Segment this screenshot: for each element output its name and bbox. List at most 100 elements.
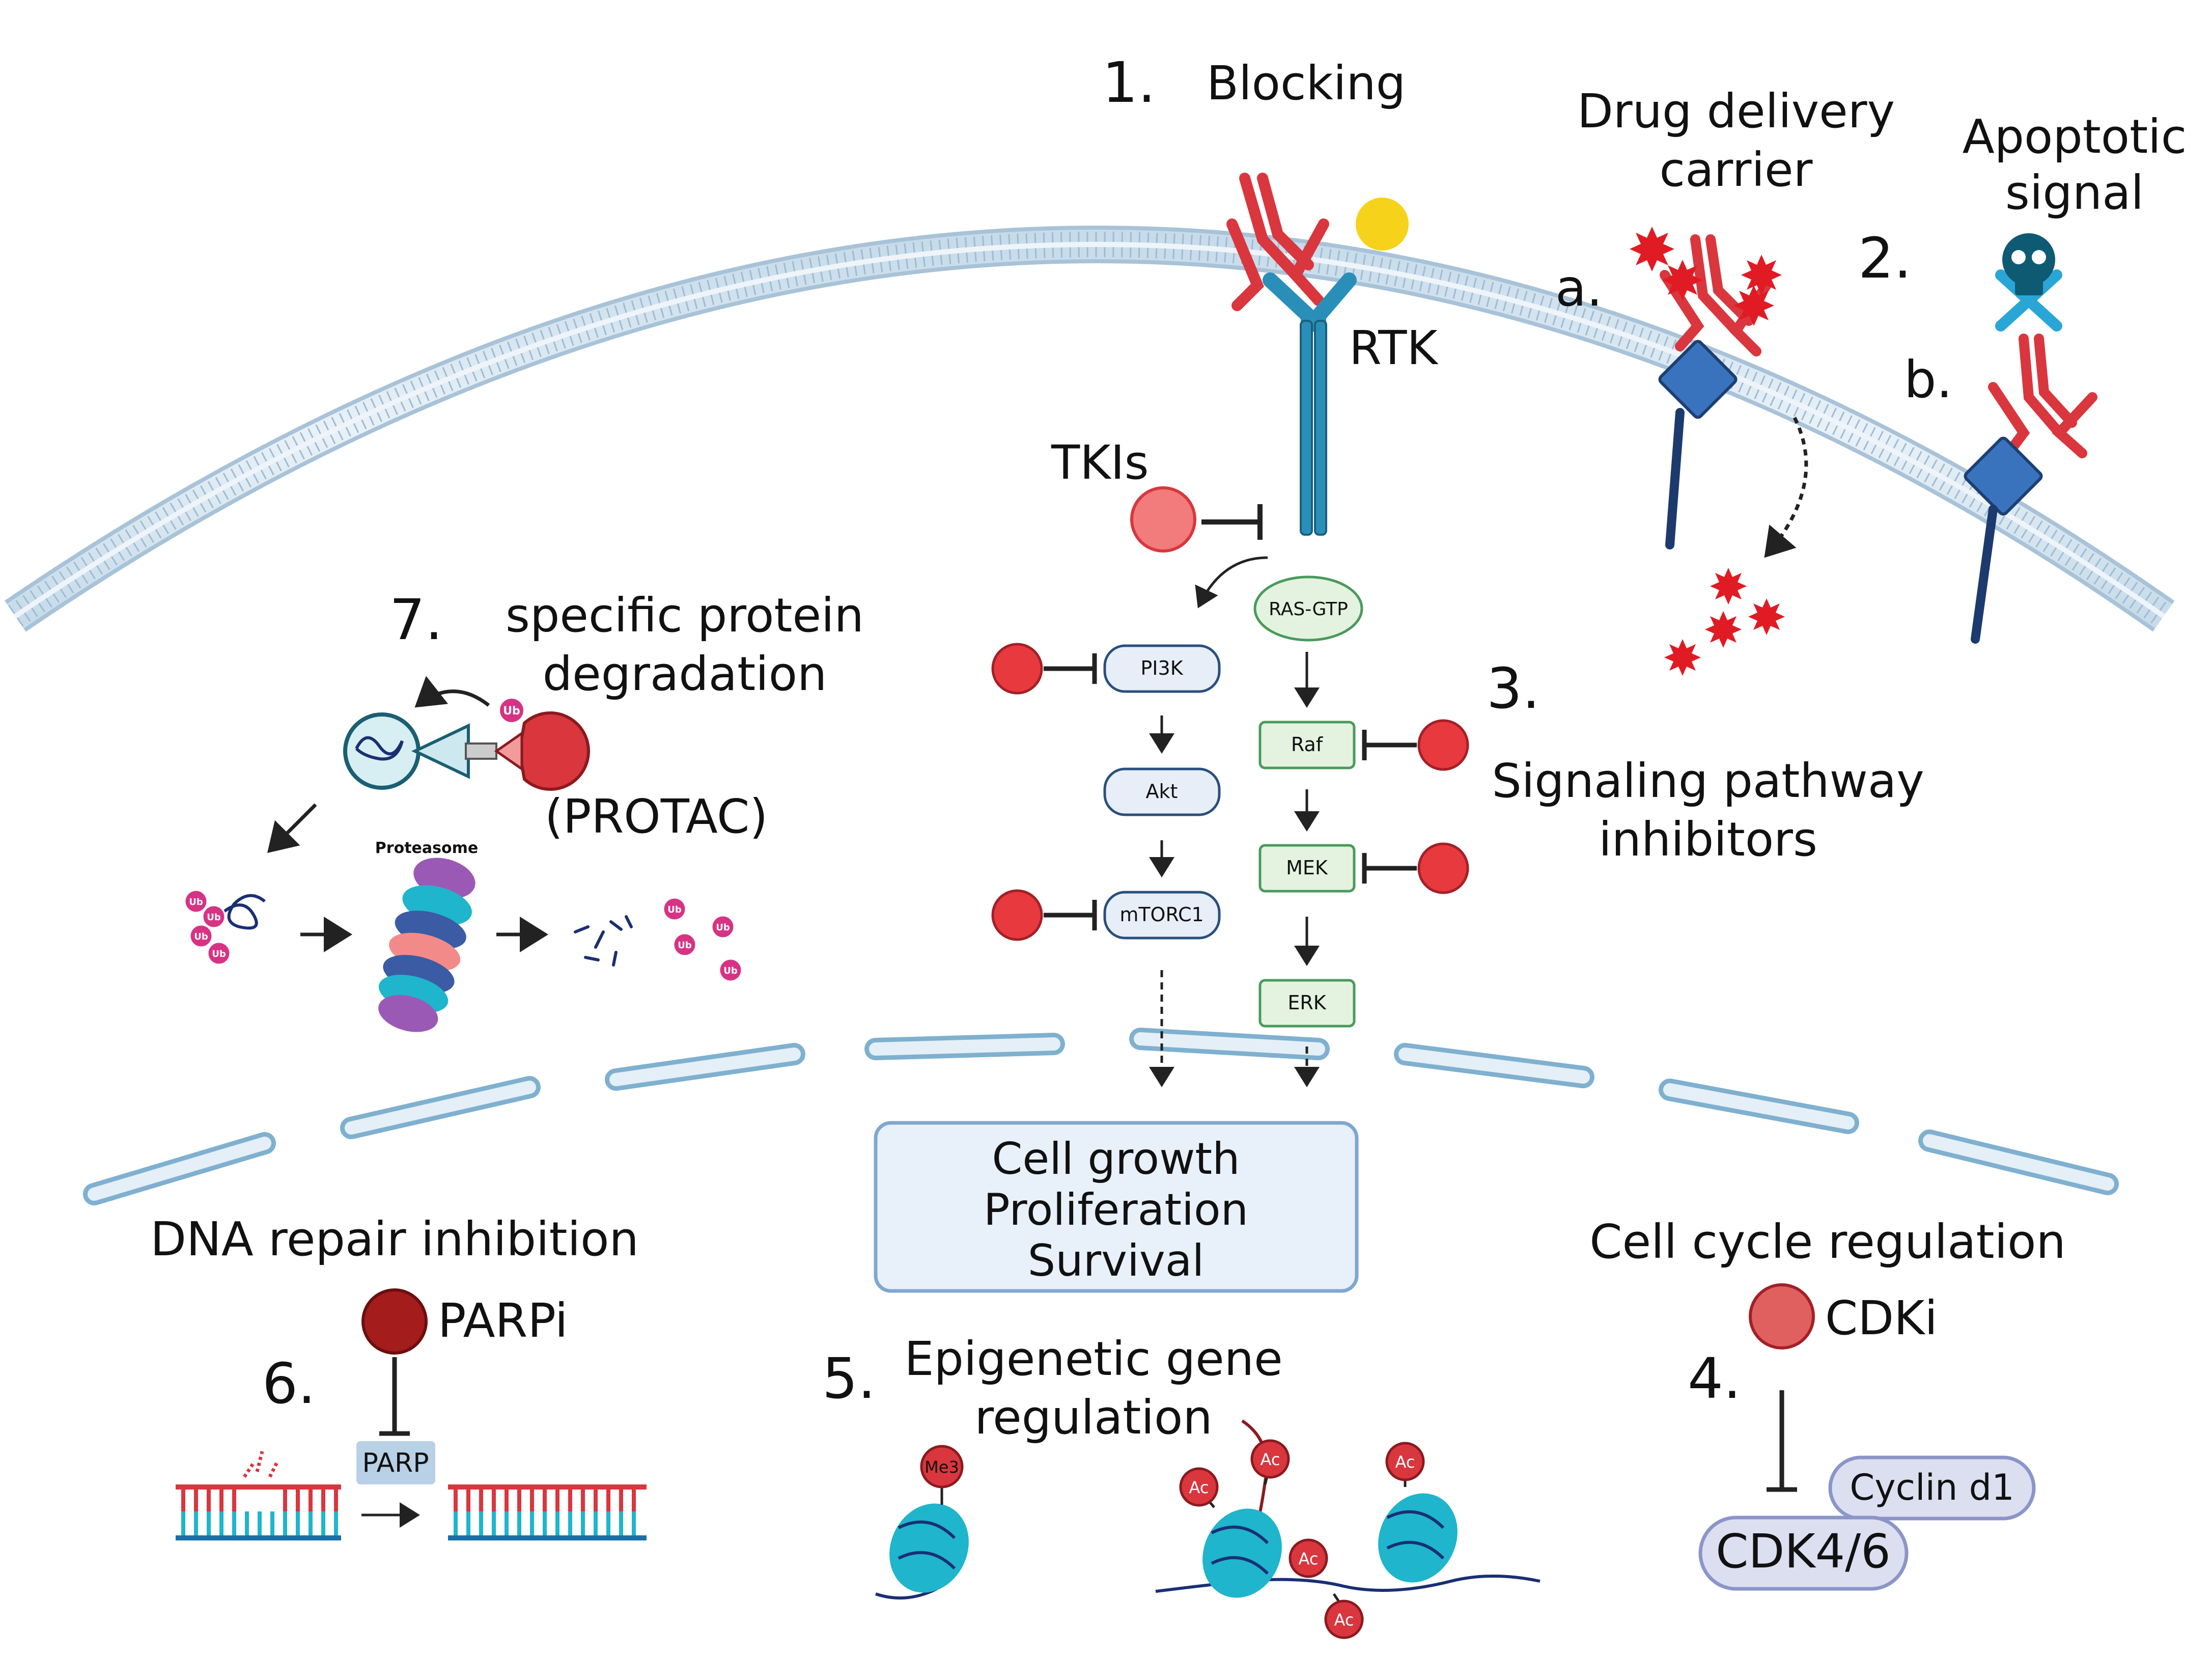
- apoptotic-receptor-icon: [1964, 436, 2043, 644]
- raf-inhibition-line: [1362, 730, 1417, 760]
- drug-delivery-label-1: Drug delivery: [1577, 84, 1895, 139]
- proteasome-icon: [378, 858, 475, 1032]
- dna-repair-label: DNA repair inhibition: [150, 1212, 639, 1266]
- tki-inhibitor-icon: [1130, 486, 1196, 553]
- rtk-to-pi3k-arrow: [1195, 556, 1268, 609]
- apoptotic-label-1: Apoptotic: [1963, 109, 2187, 164]
- mek-inhibitor-icon: [1417, 842, 1469, 894]
- methylated-nucleosome-icon: [875, 1445, 969, 1600]
- background: [15, 20, 2197, 1635]
- released-payload-icon: [1664, 568, 1785, 676]
- svg-text:Ac: Ac: [1395, 1452, 1415, 1472]
- mek-inhibition-line: [1362, 853, 1417, 884]
- svg-text:CDK4/6: CDK4/6: [1716, 1524, 1890, 1579]
- cdki-label: CDKi: [1825, 1291, 1938, 1345]
- cell-growth-box: Cell growth Proliferation Survival: [874, 1121, 1359, 1293]
- svg-text:Ub: Ub: [503, 705, 520, 718]
- blocking-label: Blocking: [1207, 56, 1406, 111]
- rtk-label: RTK: [1349, 321, 1439, 375]
- protac-recycle-arrow: [414, 676, 490, 708]
- polyubiquitin-chain-icon: [184, 889, 266, 966]
- svg-text:Ac: Ac: [1299, 1549, 1319, 1568]
- protac-molecule-icon: [411, 711, 590, 791]
- parp-inhibition-line: [379, 1357, 410, 1436]
- epigenetic-label-2: regulation: [974, 1390, 1212, 1445]
- svg-text:Ac: Ac: [1334, 1610, 1354, 1630]
- svg-text:Ub: Ub: [189, 897, 203, 907]
- mtorc1-inhibitor-icon: [991, 889, 1043, 941]
- apoptotic-number: 2.: [1858, 226, 1912, 291]
- repaired-dna-icon: [448, 1484, 647, 1540]
- svg-text:Cyclin d1: Cyclin d1: [1850, 1467, 2014, 1508]
- blocking-number: 1.: [1102, 50, 1156, 115]
- label-a: a.: [1555, 258, 1603, 318]
- me3-label: Me3: [925, 1457, 959, 1477]
- tkis-label: TKIs: [1051, 435, 1149, 490]
- peptide-fragments-icon: [574, 915, 633, 967]
- ubiquitin-tag-icon: Ub: [498, 697, 525, 724]
- skull-icon: [1995, 233, 2062, 332]
- free-ub-labels: Ub Ub Ub Ub: [667, 904, 738, 976]
- cell-cycle-number: 4.: [1688, 1346, 1741, 1411]
- ras-gtp-node: [1253, 575, 1363, 642]
- svg-text:Ub: Ub: [194, 931, 208, 942]
- rtk-receptor-icon: [1263, 272, 1357, 536]
- ligand-icon: [1356, 198, 1409, 251]
- pi3k-inhibitor-icon: [991, 643, 1043, 695]
- svg-text:Cell growth: Cell growth: [992, 1134, 1240, 1184]
- free-ubiquitin-icon: [662, 897, 743, 982]
- signaling-label-1: Signaling pathway: [1492, 754, 1924, 808]
- nuclear-envelope-inner: [88, 1032, 2114, 1201]
- parp-node: PARP: [356, 1441, 435, 1484]
- adc-receptor-icon: [1658, 340, 1738, 549]
- acetylated-nucleosomes-icon: [1155, 1419, 1541, 1639]
- target-protein-icon: [343, 712, 421, 790]
- cdki-inhibitor-icon: [1749, 1283, 1815, 1349]
- label-b: b.: [1904, 350, 1952, 409]
- akt-node: Akt: [1103, 767, 1221, 816]
- svg-text:Ac: Ac: [1261, 1450, 1280, 1469]
- raf-inhibitor-icon: [1417, 719, 1469, 771]
- blocking-antibody-icon: [1226, 173, 1329, 311]
- cdk46-node: CDK4/6: [1698, 1516, 1909, 1591]
- parpi-inhibitor-icon: [361, 1288, 428, 1355]
- svg-text:Ub: Ub: [716, 922, 730, 933]
- svg-text:Ub: Ub: [678, 940, 692, 951]
- svg-text:Ub: Ub: [212, 949, 226, 959]
- epigenetic-label-1: Epigenetic gene: [904, 1332, 1282, 1386]
- cell-cycle-label: Cell cycle regulation: [1589, 1215, 2066, 1269]
- mtorc1-inhibition-line: [1044, 900, 1097, 930]
- apoptotic-label-2: signal: [2005, 166, 2144, 220]
- ub-chain-labels: Ub Ub Ub Ub: [189, 897, 226, 959]
- pi3k-node: PI3K: [1103, 644, 1221, 693]
- svg-text:mTORC1: mTORC1: [1119, 903, 1203, 926]
- svg-text:Survival: Survival: [1028, 1235, 1205, 1286]
- dna-repair-number: 6.: [262, 1351, 316, 1416]
- ac-labels: Ac Ac Ac Ac Ac: [1189, 1450, 1415, 1630]
- svg-text:PARP: PARP: [362, 1448, 429, 1478]
- svg-text:MEK: MEK: [1286, 857, 1328, 879]
- cyclin-d1-node: Cyclin d1: [1828, 1455, 2036, 1521]
- cdk-inhibition-line: [1767, 1390, 1797, 1492]
- proteasome-label: Proteasome: [375, 839, 478, 857]
- signaling-number: 3.: [1487, 656, 1540, 721]
- cell-membrane: [5, 226, 2175, 632]
- svg-text:Ub: Ub: [723, 966, 738, 976]
- svg-text:Raf: Raf: [1291, 733, 1324, 756]
- damaged-dna-icon: [176, 1451, 341, 1540]
- drug-delivery-label-2: carrier: [1660, 143, 1813, 197]
- protein-deg-label-2: degradation: [543, 647, 827, 701]
- svg-text:Proliferation: Proliferation: [984, 1184, 1248, 1235]
- payload-stars-icon: [1630, 227, 1782, 326]
- svg-text:Ub: Ub: [667, 904, 682, 915]
- svg-text:PI3K: PI3K: [1140, 657, 1183, 679]
- erk-node: ERK: [1258, 979, 1356, 1028]
- mek-node: MEK: [1258, 844, 1356, 893]
- epigenetic-number: 5.: [822, 1346, 876, 1411]
- ras-gtp-label: RAS-GTP: [1269, 599, 1348, 620]
- protein-deg-label-1: specific protein: [506, 588, 864, 643]
- adc-antibody-icon: [1660, 234, 1772, 356]
- protac-number: 7.: [389, 587, 443, 652]
- parpi-label: PARPi: [438, 1293, 568, 1348]
